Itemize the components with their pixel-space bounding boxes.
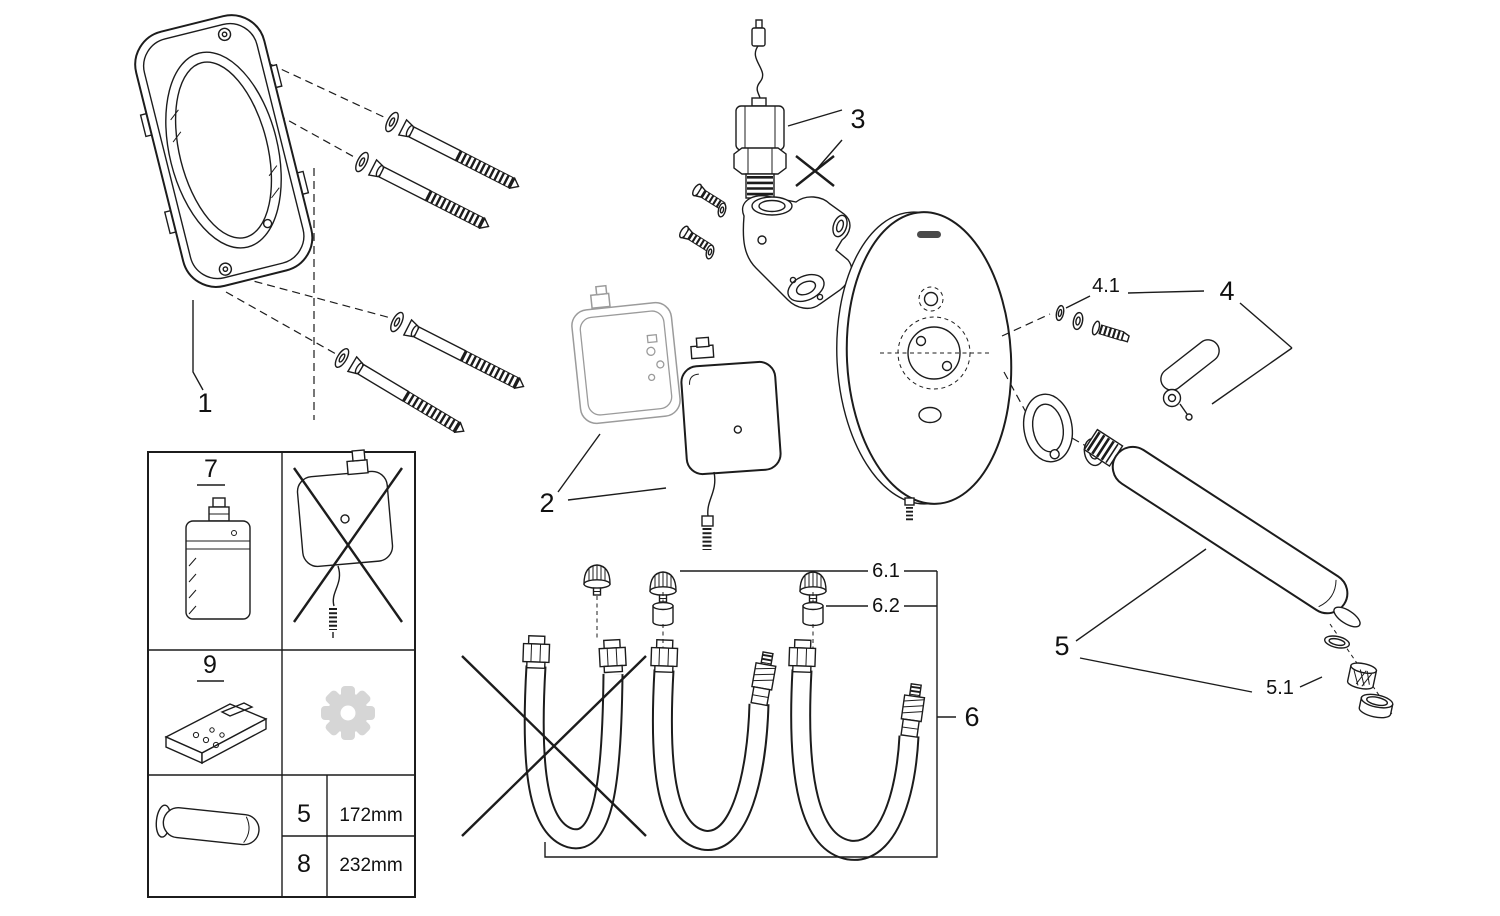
handle-fixing-parts (1055, 304, 1130, 343)
part-label-5: 5 (1054, 631, 1069, 661)
part-label-6-1: 6.1 (872, 560, 900, 582)
brand-logo-mark (917, 231, 941, 238)
part-label-6: 6 (964, 702, 979, 732)
mounting-screws (333, 111, 529, 441)
legend-table: 7 (147, 449, 416, 898)
escutcheon-ring (1022, 393, 1074, 463)
crossed-control-box-drawing (293, 449, 403, 638)
mounting-frame-assembly: 1 (134, 14, 529, 441)
not-suitable-cross-icon (795, 155, 835, 187)
control-box-cable (707, 471, 716, 517)
mounting-frame (134, 14, 314, 288)
part-label-4: 4 (1219, 276, 1234, 306)
aerator-parts (1324, 635, 1394, 719)
not-included-cross-icon (461, 655, 647, 837)
legend-row5-length: 172mm (339, 805, 402, 826)
part-label-1: 1 (197, 388, 212, 418)
spout-small-drawing (155, 804, 260, 846)
spout-assembly: 5.1 5 (1054, 428, 1394, 719)
sensor-window (923, 291, 939, 307)
not-included-cross-icon (293, 467, 403, 623)
solenoid-cable (754, 45, 764, 105)
connection-hoses: 6.1 6.2 6 (461, 560, 980, 861)
legend-row8-part: 8 (297, 850, 311, 878)
escutcheon-handle-assembly: 4.1 4 (836, 211, 1293, 521)
battery-unit-drawing (185, 497, 251, 620)
escutcheon-plate (845, 211, 1013, 505)
valve-body (741, 195, 853, 310)
part-label-6-2: 6.2 (872, 595, 900, 617)
spout-body (1111, 445, 1349, 615)
control-box-alt (571, 284, 681, 425)
legend-label-9: 9 (203, 651, 217, 679)
solenoid-valve-assembly: 3 (678, 19, 897, 315)
gear-icon (321, 686, 375, 740)
legend-label-7: 7 (204, 455, 218, 483)
part-label-2: 2 (539, 488, 554, 518)
legend-row5-part: 5 (297, 800, 311, 828)
control-box (680, 336, 782, 476)
part-label-4-1: 4.1 (1092, 275, 1120, 297)
remote-control-drawing (164, 702, 268, 765)
handle-lever (1160, 339, 1220, 421)
legend-row8-length: 232mm (339, 855, 402, 876)
part-label-3: 3 (850, 104, 865, 134)
part-label-5-1: 5.1 (1266, 677, 1294, 699)
control-unit-assembly: 2 (539, 284, 782, 550)
